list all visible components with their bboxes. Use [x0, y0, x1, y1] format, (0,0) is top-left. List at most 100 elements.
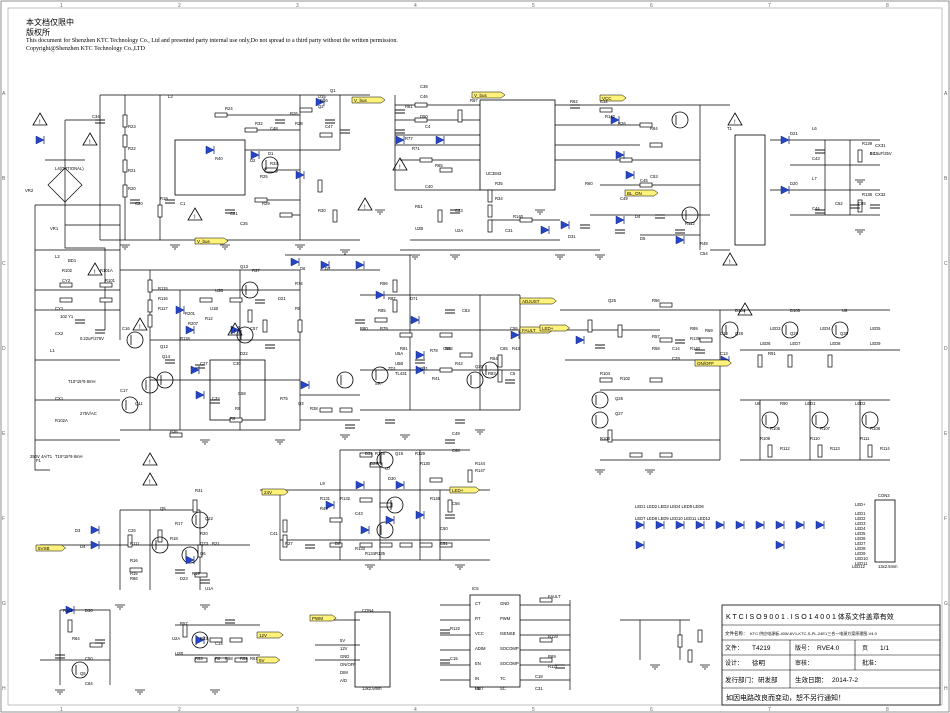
- net-flag-label: 24V: [264, 490, 272, 495]
- component-label: C15: [450, 656, 458, 661]
- component-label: R24: [225, 106, 233, 111]
- resistor: [439, 367, 453, 373]
- component-label: Q28: [735, 331, 744, 336]
- component-label: U2B: [415, 226, 423, 231]
- resistor: [262, 319, 268, 333]
- component-label: R207: [188, 321, 199, 326]
- transistor: [156, 371, 174, 389]
- component-label: R30: [318, 208, 326, 213]
- component-label: R82: [445, 346, 453, 351]
- component-label: C55: [510, 326, 518, 331]
- caution-mark: !: [139, 325, 141, 331]
- component-label: R133: [355, 546, 366, 551]
- component-label: C31: [505, 228, 513, 233]
- resistor: [467, 469, 473, 483]
- component-label: Q19: [395, 451, 404, 456]
- component-label: R139: [862, 141, 873, 146]
- component-label: TL431: [395, 371, 408, 376]
- transistor: [591, 391, 609, 409]
- component-label: R121: [548, 664, 559, 669]
- transistor: [151, 536, 169, 554]
- caution-mark: !: [39, 120, 41, 126]
- resistor: [244, 127, 258, 133]
- component-label: R41: [432, 376, 440, 381]
- net-flag-label: BL_ON: [627, 191, 642, 196]
- component-label: CY2: [62, 278, 71, 283]
- grid-marker-right: G: [944, 601, 948, 607]
- component-label: 275V/AC: [80, 411, 97, 416]
- component-label: R84: [650, 126, 658, 131]
- resistor: [329, 542, 343, 548]
- grid-marker-top: 8: [886, 3, 889, 9]
- component-label: R104: [600, 371, 611, 376]
- grid-marker-right: B: [944, 176, 948, 182]
- net-flag: [194, 237, 229, 245]
- component-label: R103: [600, 436, 611, 441]
- diode: [635, 540, 645, 550]
- grid-marker-top: 7: [768, 3, 771, 9]
- component-label: U2A: [455, 228, 463, 233]
- component-label: C63: [462, 308, 470, 313]
- diode: [205, 145, 215, 155]
- component-label: C49: [452, 431, 460, 436]
- caution-triangle: [187, 207, 203, 221]
- diode: [775, 540, 785, 550]
- component-label: R77: [405, 136, 413, 141]
- component-label: C43: [812, 156, 820, 161]
- diode: [510, 330, 520, 340]
- resistor: [867, 444, 873, 458]
- resistor: [359, 497, 373, 503]
- component-label: R43: [200, 636, 208, 641]
- component-label: CX2: [55, 331, 64, 336]
- component-label: C44: [812, 206, 820, 211]
- transistor: [376, 451, 394, 469]
- component-label: UC3843: [486, 171, 502, 176]
- transistor: [481, 361, 499, 379]
- component-label: U3B: [215, 288, 223, 293]
- component-label: R101A: [100, 268, 113, 273]
- component-label: R141: [63, 608, 74, 613]
- component-label: R134: [365, 551, 376, 556]
- diode: [540, 225, 550, 235]
- diode: [715, 520, 725, 530]
- component-label: R32: [255, 121, 263, 126]
- component-label: R90: [780, 401, 788, 406]
- component-label: R144: [475, 461, 486, 466]
- net-flag-label: LED+: [542, 326, 554, 331]
- component-label: LED8: [855, 546, 866, 551]
- component-label: L9: [320, 481, 325, 486]
- component-label: R29: [262, 201, 270, 206]
- component-label: R16: [130, 558, 138, 563]
- component-label: OUT: [475, 686, 484, 691]
- transistor: [121, 396, 139, 414]
- grid-marker-right: A: [944, 91, 948, 97]
- component-label: CON4: [362, 608, 374, 613]
- caution-triangle: [227, 322, 243, 336]
- component-label: LED7 LED8 LED9 LED10 LED11 LED12: [635, 516, 711, 521]
- diode: [415, 350, 425, 360]
- component-label: LED11: [855, 561, 868, 566]
- component-label: T10*15*9 8mH: [68, 379, 95, 384]
- transistor: [591, 411, 609, 429]
- component-label: R84: [490, 356, 498, 361]
- title-date-label: 生效日期：: [795, 675, 828, 684]
- component-label: C54: [700, 251, 708, 256]
- diode: [90, 540, 100, 550]
- component-label: R91: [250, 656, 258, 661]
- net-flag: [256, 631, 284, 639]
- net-flag: [539, 324, 571, 332]
- component-label: C49: [620, 196, 628, 201]
- component-label: R89: [240, 656, 248, 661]
- component-label: C58: [238, 391, 246, 396]
- component-label: LED1: [805, 401, 816, 406]
- component-label: D8: [335, 541, 341, 546]
- diode: [615, 215, 625, 225]
- component-label: R86: [380, 281, 388, 286]
- component-label: R28: [295, 121, 303, 126]
- component-label: D50: [420, 114, 428, 119]
- resistor: [229, 417, 243, 423]
- component-label: D3: [75, 528, 81, 533]
- component-label: Q6: [200, 551, 206, 556]
- resistor: [414, 117, 428, 123]
- component-label: T1: [727, 126, 733, 131]
